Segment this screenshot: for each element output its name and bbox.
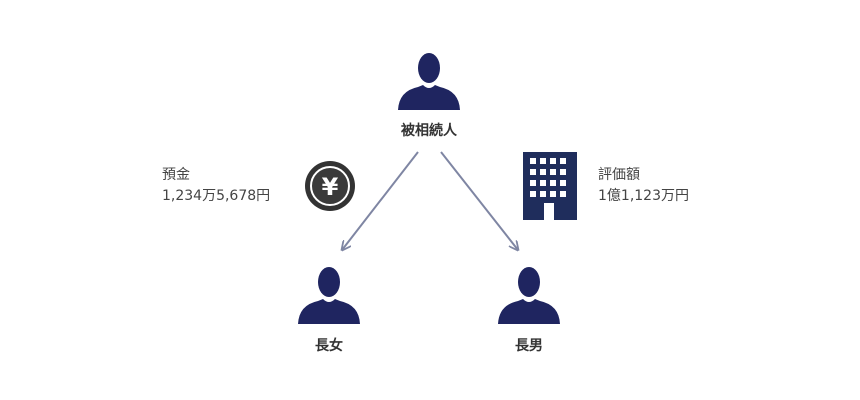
eldest-son-label: 長男	[515, 338, 543, 354]
eldest-daughter-person-icon	[298, 267, 360, 324]
eldest-daughter-label: 長女	[315, 337, 343, 354]
eldest-son-person-icon	[498, 267, 560, 324]
deposit-value: 1,234万5,678円	[162, 188, 270, 204]
property-label: 評価額	[598, 167, 640, 183]
deceased-label: 被相続人	[401, 122, 458, 139]
deceased-person-icon	[398, 53, 460, 110]
deposit-label: 預金	[162, 167, 190, 183]
yen-symbol: ¥	[322, 173, 339, 201]
property-value: 1億1,123万円	[598, 188, 689, 204]
yen-coin-icon: ¥	[305, 161, 355, 211]
building-icon	[523, 152, 577, 220]
arrow-to-eldest-daughter	[342, 151, 419, 250]
arrow-to-eldest-son	[440, 151, 518, 250]
